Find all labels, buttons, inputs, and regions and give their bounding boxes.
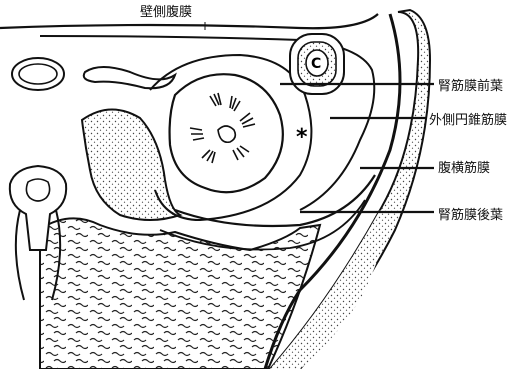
posterior-muscle-mass [40, 218, 320, 369]
posterior-renal-fascia-label: 腎筋膜後葉 [438, 209, 503, 222]
lateroconal-fascia-label: 外側円錐筋膜 [429, 114, 507, 127]
anterior-renal-fascia-label: 腎筋膜前葉 [438, 80, 503, 93]
asterisk-marker: * [296, 125, 308, 150]
posterior-pararenal-fat [82, 109, 180, 220]
colon-marker: C [311, 56, 321, 72]
transversalis-fascia-label: 腹横筋膜 [438, 162, 490, 175]
parietal-peritoneum-label: 壁側腹膜 [140, 6, 192, 19]
vessel-ellipse [12, 58, 64, 90]
